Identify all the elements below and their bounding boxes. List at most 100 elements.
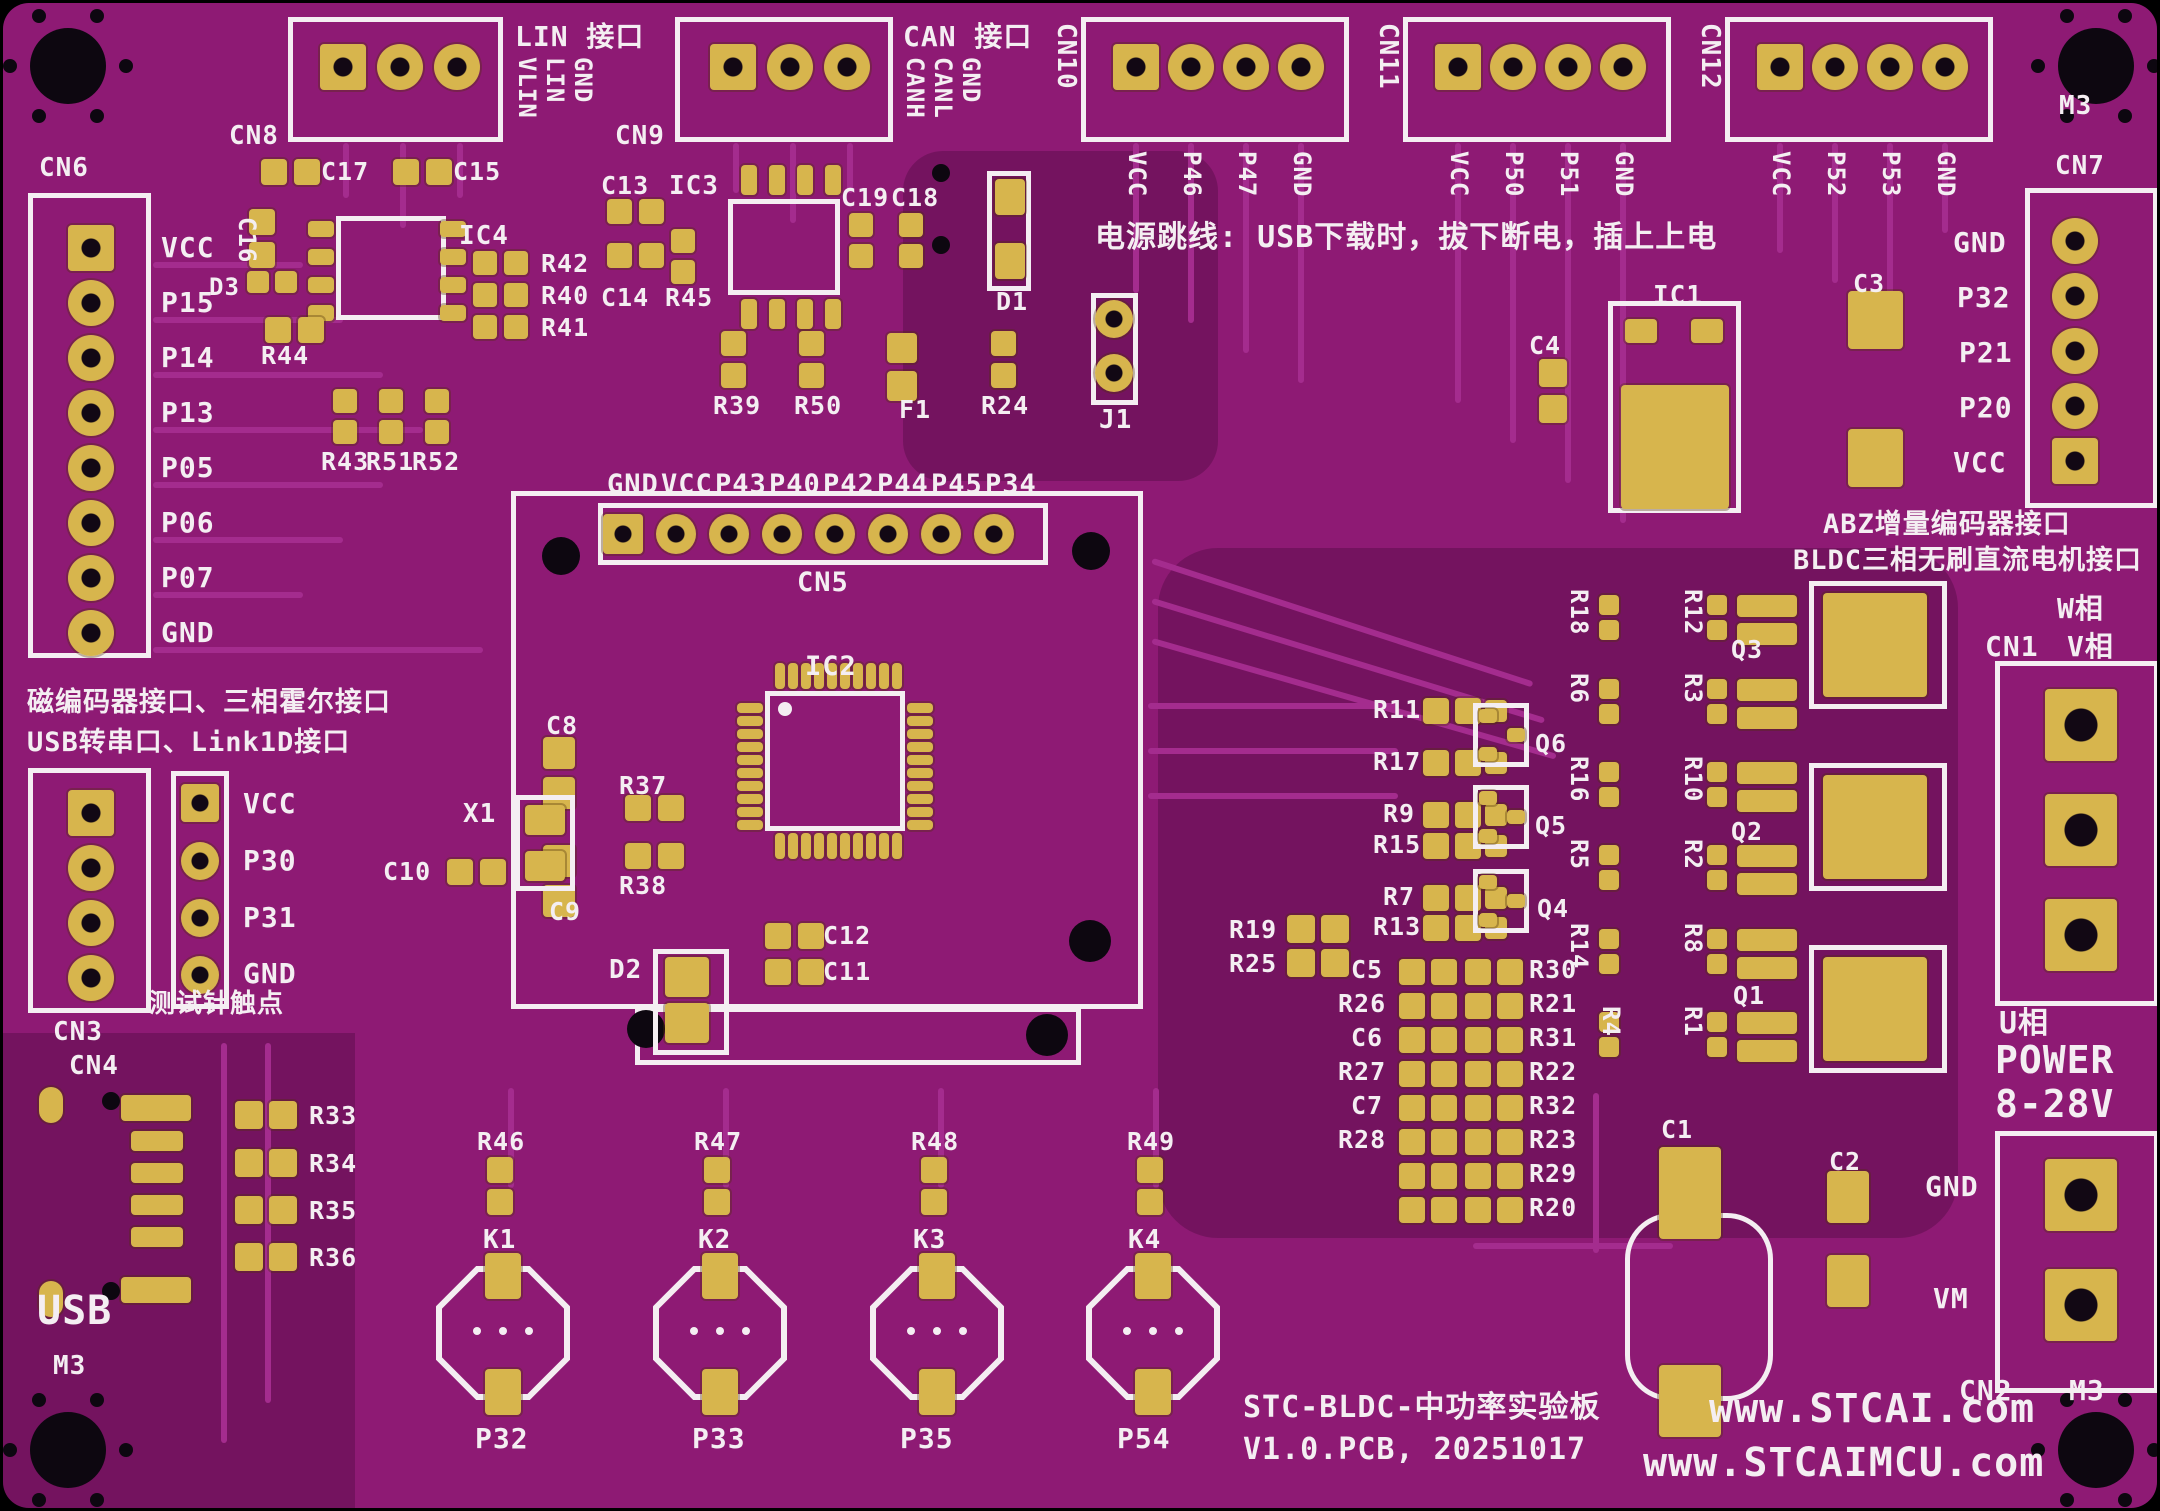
cn1-outline: [1995, 661, 2157, 1006]
res-r46: [487, 1189, 513, 1215]
matrix-pad: [1399, 1129, 1425, 1155]
mounting-hole-satellite: [32, 109, 46, 124]
fuse-f1: [887, 333, 917, 363]
cap-c2-pad: [1827, 1171, 1869, 1223]
cap-c14: [607, 243, 632, 268]
label-p53: P53: [1877, 151, 1905, 198]
label-cn12-vcc: VCC: [1767, 151, 1795, 198]
label-cn7-gnd: GND: [1953, 226, 2007, 259]
res-r48: [921, 1157, 947, 1183]
ic2-pads: [840, 833, 850, 859]
cn9-pad: [767, 44, 813, 90]
res-r44: [265, 317, 291, 343]
cap-c13: [607, 199, 632, 224]
transistor-q5-pad: [1479, 791, 1497, 805]
cap-c2-pad: [1827, 1255, 1869, 1307]
ic2-pads: [788, 833, 798, 859]
label-d3: D3: [209, 273, 240, 301]
label-m3-topright: M3: [2059, 91, 2093, 121]
mosfet-q1-outline: [1809, 945, 1947, 1073]
fiducial: [1072, 532, 1110, 570]
cn11-pad: [1490, 44, 1536, 90]
copper-trace: [1593, 1093, 1599, 1253]
cn4-teststrip-outline: [171, 771, 229, 1009]
usb-shell-pad: [121, 1095, 191, 1121]
cn4-teststrip-pad: [181, 956, 219, 994]
label-k2: K2: [698, 1225, 732, 1255]
copper-trace: [1148, 793, 1398, 799]
label-cn10-gnd: GND: [1288, 151, 1316, 198]
cn12-pad: [1757, 44, 1803, 90]
ic2-pin1-dot: [778, 702, 792, 716]
cap-c12: [798, 923, 824, 949]
res-r33: [235, 1101, 263, 1129]
mounting-hole-satellite: [32, 1392, 46, 1407]
label-p14: P14: [161, 341, 215, 374]
cn5-outline: [598, 503, 1048, 565]
res-r42: [473, 251, 497, 275]
label-r23: R23: [1529, 1125, 1578, 1154]
driver-res: [1599, 929, 1619, 949]
key-k4-pad: [1135, 1369, 1171, 1415]
label-r43: R43: [321, 447, 370, 476]
matrix-pad: [1431, 1095, 1457, 1121]
matrix-pad: [1465, 1197, 1491, 1223]
key-k2-pad: [702, 1253, 738, 1299]
label-r21: R21: [1529, 989, 1578, 1018]
ic2-pads: [827, 663, 837, 689]
copper-trace: [1887, 143, 1893, 313]
matrix-pad: [1465, 1027, 1491, 1053]
label-ic3: IC3: [669, 171, 719, 201]
via: [932, 236, 950, 254]
res-r9-pads: [1423, 802, 1449, 828]
cap-c4: [1539, 359, 1567, 387]
matrix-pad: [1465, 1095, 1491, 1121]
copper-trace: [1153, 1088, 1159, 1188]
matrix-pad: [1497, 1095, 1523, 1121]
mounting-hole-satellite: [2118, 1493, 2132, 1508]
label-canh: CANH: [901, 57, 929, 119]
mounting-hole-satellite: [2060, 1493, 2074, 1508]
label-c7: C7: [1351, 1091, 1384, 1120]
cap-c1-pad: [1659, 1147, 1721, 1239]
driver-res: [1599, 679, 1619, 699]
res-r50: [799, 331, 824, 356]
label-r36: R36: [309, 1243, 358, 1272]
power-res: [1737, 623, 1797, 645]
cap-c13: [639, 199, 664, 224]
res-r19-pads: [1287, 915, 1315, 943]
copper-trace: [153, 482, 383, 488]
cn11-pad: [1545, 44, 1591, 90]
matrix-pad: [1431, 1129, 1457, 1155]
button-dot: [525, 1327, 533, 1335]
diode-d1-pad: [995, 179, 1025, 215]
ic3-pads: [769, 165, 785, 195]
ic2-pads: [737, 716, 763, 726]
label-p21: P21: [1959, 336, 2013, 369]
copper-trace: [153, 537, 343, 543]
label-p34: P34: [985, 469, 1037, 500]
copper-trace: [1455, 143, 1461, 403]
mounting-hole-satellite: [2060, 109, 2074, 124]
label-q1: Q1: [1733, 981, 1766, 1010]
matrix-pad: [1465, 1061, 1491, 1087]
matrix-pad: [1399, 1163, 1425, 1189]
ic2-pads: [907, 794, 933, 804]
copper-trace: [1942, 143, 1948, 233]
copper-trace: [1298, 143, 1304, 383]
label-c15: C15: [453, 157, 502, 186]
res-r42: [504, 251, 528, 275]
cn3-outline: [28, 768, 151, 1013]
cn1-pad-v: [2045, 794, 2117, 866]
ic2-pads: [866, 663, 876, 689]
driver-res: [1707, 679, 1727, 699]
copper-trace: [153, 262, 303, 268]
ic4-pads: [440, 221, 466, 237]
core-module-outline: [511, 491, 1143, 1009]
cn8-pad: [434, 44, 480, 90]
label-c13: C13: [601, 171, 650, 200]
cn12-pad: [1812, 44, 1858, 90]
res-r51: [379, 420, 403, 444]
label-r10: R10: [1679, 756, 1707, 803]
label-c8: C8: [546, 711, 579, 740]
